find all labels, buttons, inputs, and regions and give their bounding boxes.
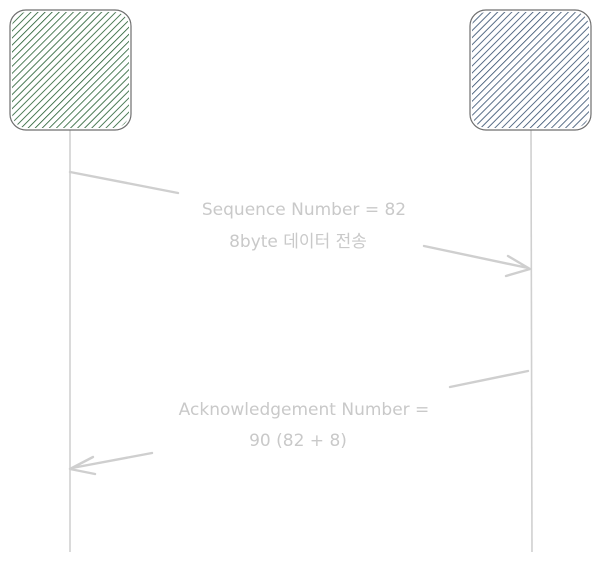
message-ack-line1: Acknowledgement Number = [179,400,430,420]
message-sequence-arrow-head-line [422,244,530,270]
server-node [469,9,592,131]
client-node [9,9,132,131]
arrow-right-icon [504,254,532,278]
message-sequence: Sequence Number = 82 8byte 데이터 전송 [68,170,532,278]
message-ack-arrow-tail [448,369,530,389]
message-ack-arrow-head-line [70,451,154,470]
server-node-hatch [472,12,589,128]
message-ack-line2: 90 (82 + 8) [249,431,347,451]
server-lifeline [530,129,533,553]
message-sequence-line2: 8byte 데이터 전송 [229,232,367,252]
message-sequence-arrow-tail [68,170,180,195]
message-sequence-line1: Sequence Number = 82 [202,200,406,220]
message-acknowledgement: Acknowledgement Number = 90 (82 + 8) [68,369,530,476]
client-node-hatch [12,12,129,128]
arrow-left-icon [68,455,97,476]
